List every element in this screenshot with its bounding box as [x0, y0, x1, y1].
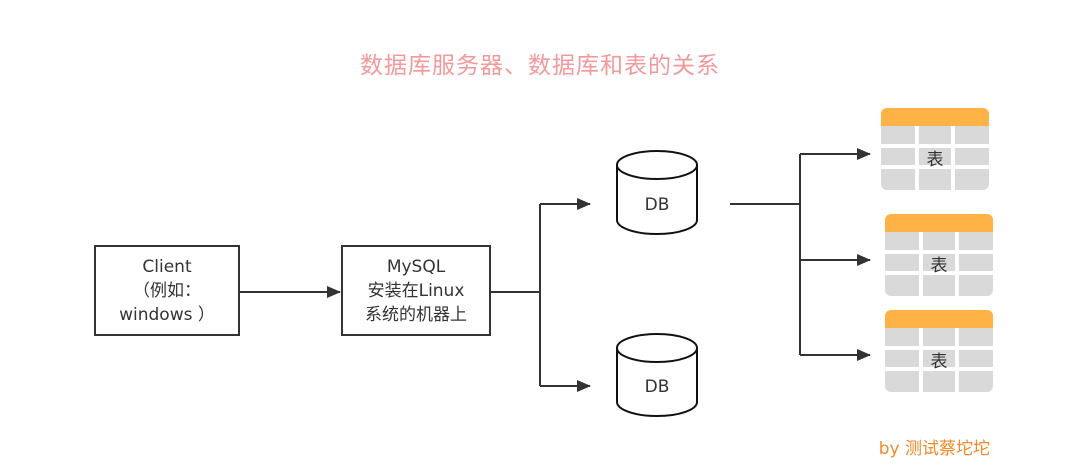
client-box: Client （例如： windows ）: [94, 245, 240, 336]
database-label-1: DB: [644, 195, 670, 215]
database-label-2: DB: [644, 377, 670, 397]
table-icon-2: [885, 214, 993, 296]
database-cylinder-1: [616, 150, 698, 235]
database-cylinder-2: [616, 333, 698, 417]
diagram-title: 数据库服务器、数据库和表的关系: [360, 53, 720, 79]
author-credit: by 测试蔡坨坨: [878, 439, 990, 459]
server-line-1: MySQL: [386, 256, 446, 277]
client-line-3: windows ）: [119, 304, 215, 325]
table-icon-1: [881, 108, 989, 190]
table-label-3: 表: [930, 352, 948, 372]
client-line-2: （例如：: [133, 280, 201, 301]
client-line-1: Client: [142, 256, 192, 277]
mysql-server-box: MySQL 安装在Linux 系统的机器上: [341, 245, 491, 336]
db-to-table-bracket: [730, 154, 801, 355]
server-line-2: 安装在Linux: [367, 280, 465, 301]
server-line-3: 系统的机器上: [365, 304, 467, 325]
table-label-1: 表: [926, 150, 944, 170]
table-label-2: 表: [930, 256, 948, 276]
server-to-db-bracket: [491, 204, 541, 386]
table-icon-3: [885, 310, 993, 392]
